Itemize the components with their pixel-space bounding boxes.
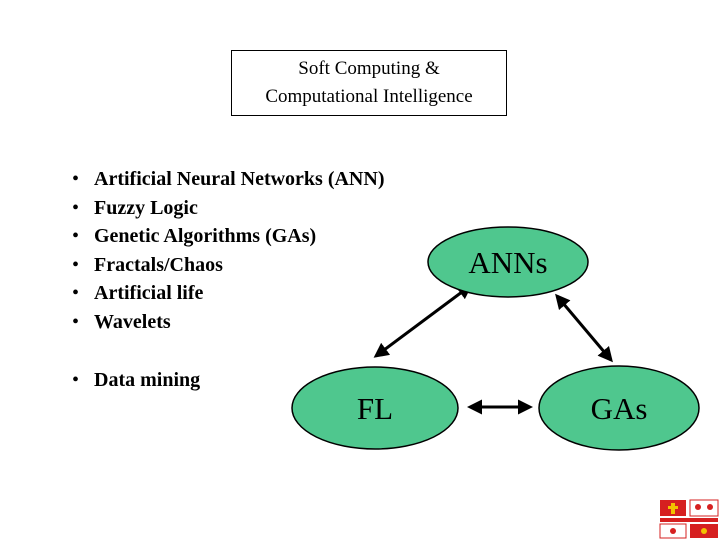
list-item-label: Artificial life — [94, 282, 204, 305]
list-item: • Wavelets — [72, 308, 384, 337]
bullet-icon: • — [72, 196, 80, 219]
title-box: Soft Computing & Computational Intellige… — [231, 50, 507, 116]
arrow-anns-fl — [373, 284, 473, 358]
bullet-icon: • — [72, 310, 80, 333]
node-fl-label: FL — [357, 391, 393, 426]
list-item: • Genetic Algorithms (GAs) — [72, 222, 384, 251]
node-fl — [291, 366, 459, 450]
list-item: • Fractals/Chaos — [72, 251, 384, 280]
node-gas-label: GAs — [591, 391, 648, 426]
list-item: • Artificial Neural Networks (ANN) — [72, 165, 384, 194]
list-item-label: Data mining — [94, 369, 201, 391]
university-crest-icon — [658, 497, 720, 540]
title-line-1: Soft Computing & — [298, 58, 440, 79]
node-anns — [427, 226, 589, 298]
list-item-label: Fuzzy Logic — [94, 196, 198, 219]
list-item-label: Wavelets — [94, 310, 171, 333]
bullet-icon: • — [72, 253, 80, 276]
bullet-icon: • — [72, 369, 80, 391]
bullet-icon: • — [72, 168, 80, 190]
list-item-label: Artificial Neural Networks (ANN) — [94, 168, 385, 190]
list-item-label: Genetic Algorithms (GAs) — [94, 225, 317, 248]
title-line-2: Computational Intelligence — [265, 86, 473, 107]
list-item: • Fuzzy Logic — [72, 194, 384, 223]
bullet-icon: • — [72, 225, 80, 248]
node-gas — [538, 365, 700, 451]
list-item: • Data mining — [72, 366, 200, 394]
topic-list: • Artificial Neural Networks (ANN) • Fuzzy… — [72, 165, 384, 337]
list-item: • Artificial life — [72, 279, 384, 308]
arrow-anns-gas — [555, 293, 613, 363]
node-anns-label: ANNs — [468, 245, 547, 280]
bullet-icon: • — [72, 282, 80, 305]
list-item-label: Fractals/Chaos — [94, 253, 223, 276]
extra-list: • Data mining — [72, 366, 200, 394]
